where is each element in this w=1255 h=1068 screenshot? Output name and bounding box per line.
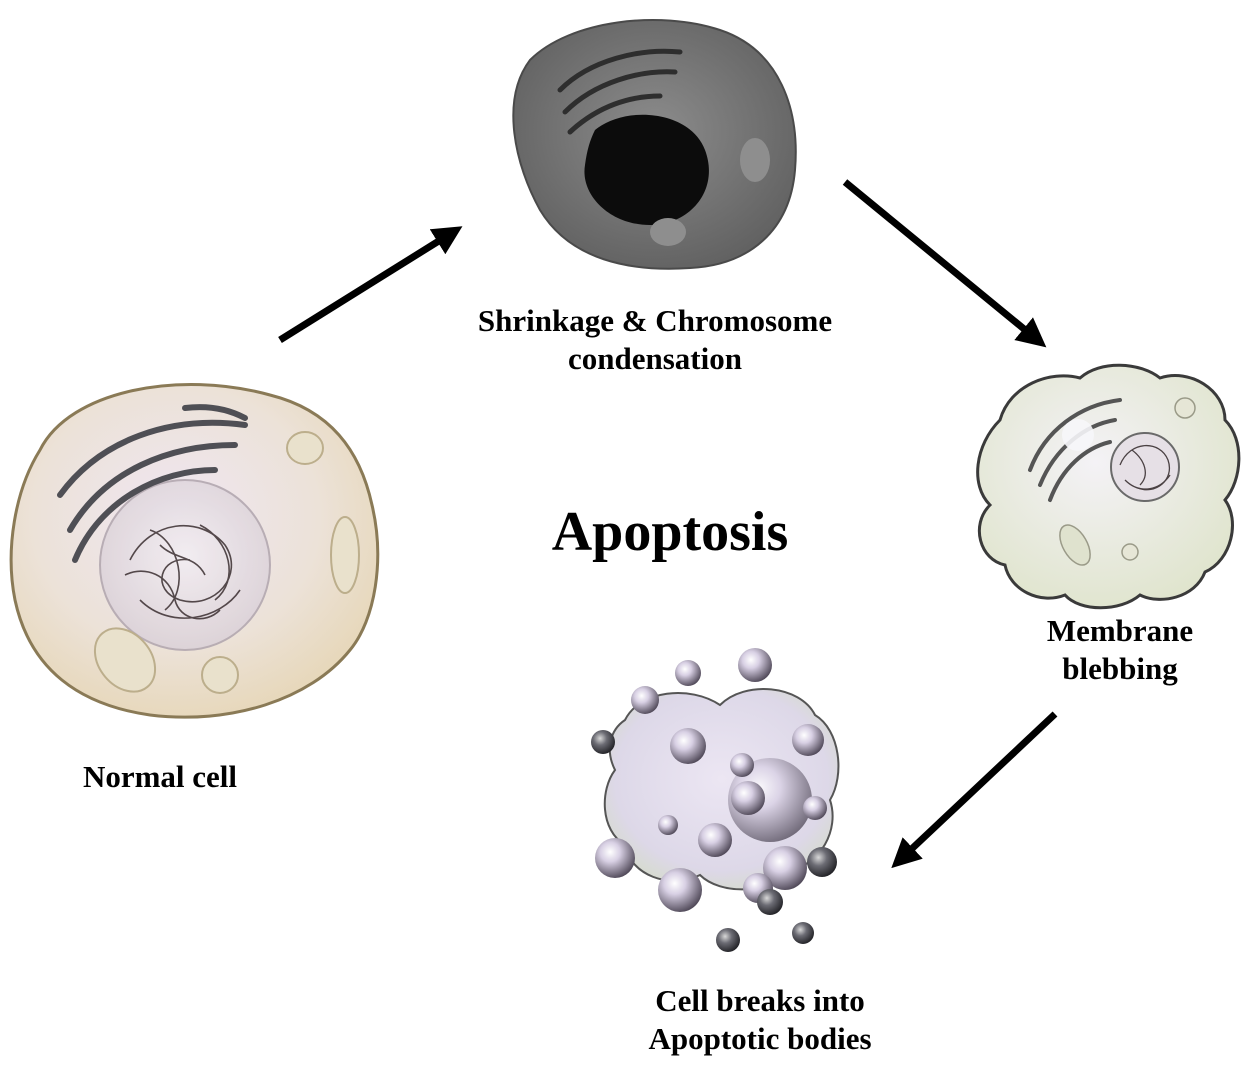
chromatin [124,524,241,620]
label-apoptotic-bodies: Cell breaks into Apoptotic bodies [560,982,960,1058]
arrow-blebbing-to-bodies [891,711,1058,869]
label-membrane-blebbing: Membrane blebbing [1010,612,1230,688]
arrows [278,179,1058,869]
label-line: Normal cell [82,759,238,794]
label-line: Membrane [1046,613,1194,648]
label-normal-cell: Normal cell [20,758,300,796]
label-line: condensation [568,340,742,376]
label-line: blebbing [1062,650,1178,686]
diagram-title: Apoptosis [551,501,789,563]
condensed-er [557,48,683,135]
vesicles [591,648,837,952]
arrow-shrinkage-to-blebbing [842,179,1047,348]
label-line: Cell breaks into [655,983,865,1018]
label-line: Shrinkage & Chromosome [477,303,833,338]
apoptotic-bodies [591,648,840,952]
blebbing-cell [976,363,1241,610]
endoplasmic-reticulum [57,404,248,563]
label-line: Apoptotic bodies [648,1020,872,1056]
normal-cell [9,382,380,719]
shrunk-cell [512,19,797,270]
label-shrinkage: Shrinkage & Chromosome condensation [405,302,905,378]
arrow-normal-to-shrinkage [278,226,463,343]
